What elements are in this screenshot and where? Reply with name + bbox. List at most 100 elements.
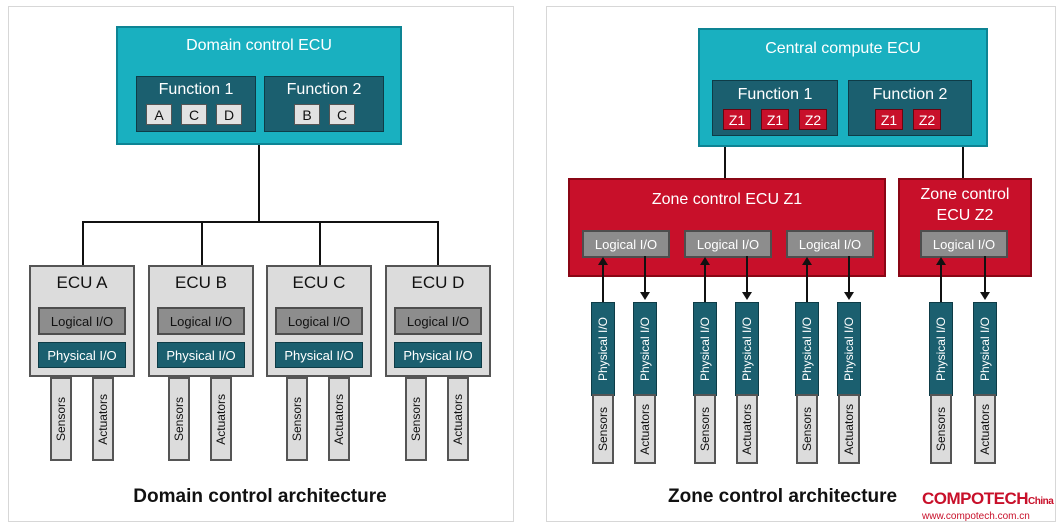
z1-logical-io-2: Logical I/O: [684, 230, 772, 258]
z1g2-actuator-arrow: [742, 292, 752, 300]
z1g3-actuator-line: [848, 256, 850, 294]
z1g3-physical-io-sensor: Physical I/O: [795, 302, 819, 396]
zone-function-2-label: Function 2: [872, 86, 948, 103]
zone-function-1-chip-z1a: Z1: [723, 109, 751, 130]
z2-physical-io-sensor: Physical I/O: [929, 302, 953, 396]
z1g3-sensor-arrow: [802, 257, 812, 265]
z1g2-sensor-arrow: [700, 257, 710, 265]
ecu-b-sensors: Sensors: [168, 377, 190, 461]
z1g1-actuator-arrow: [640, 292, 650, 300]
zone-control-ecu-z2: Zone control ECU Z2 Logical I/O: [898, 178, 1032, 277]
z2-actuators: Actuators: [974, 394, 996, 464]
domain-function-2-chip-c: C: [329, 104, 355, 125]
domain-function-2-chip-b: B: [294, 104, 320, 125]
z1g2-physical-io-sensor: Physical I/O: [693, 302, 717, 396]
ecu-d-physical-io: Physical I/O: [394, 342, 482, 368]
z2-physical-io-actuator: Physical I/O: [973, 302, 997, 396]
z1-logical-io-3: Logical I/O: [786, 230, 874, 258]
z1g3-sensors: Sensors: [796, 394, 818, 464]
domain-function-1-chip-c: C: [181, 104, 207, 125]
z1g2-actuator-line: [746, 256, 748, 294]
ecu-c: ECU C Logical I/O Physical I/O: [266, 265, 372, 377]
domain-control-ecu: Domain control ECU Function 1 A C D Func…: [116, 26, 402, 145]
z1g3-actuator-arrow: [844, 292, 854, 300]
z1g2-physical-io-actuator: Physical I/O: [735, 302, 759, 396]
ecu-b-actuators: Actuators: [210, 377, 232, 461]
ecu-d-sensors: Sensors: [405, 377, 427, 461]
z2-actuator-arrow: [980, 292, 990, 300]
ecu-c-title: ECU C: [292, 273, 346, 292]
ecu-d-actuators: Actuators: [447, 377, 469, 461]
z1g1-physical-io-sensor: Physical I/O: [591, 302, 615, 396]
z1g3-actuators: Actuators: [838, 394, 860, 464]
domain-function-1: Function 1 A C D: [136, 76, 256, 132]
zone-control-ecu-z2-title-line1: Zone control: [920, 186, 1010, 203]
ecu-b: ECU B Logical I/O Physical I/O: [148, 265, 254, 377]
z2-logical-io: Logical I/O: [920, 230, 1008, 258]
domain-control-ecu-title: Domain control ECU: [186, 37, 332, 54]
domain-function-2: Function 2 B C: [264, 76, 384, 132]
ecu-c-logical-io: Logical I/O: [275, 307, 363, 335]
zone-architecture-caption: Zone control architecture: [668, 486, 898, 507]
zone-function-1-chip-z2: Z2: [799, 109, 827, 130]
z2-sensors: Sensors: [930, 394, 952, 464]
z1g1-sensor-line: [602, 263, 604, 303]
domain-function-1-chip-d: D: [216, 104, 242, 125]
ecu-a-physical-io: Physical I/O: [38, 342, 126, 368]
ecu-d: ECU D Logical I/O Physical I/O: [385, 265, 491, 377]
zone-control-ecu-z2-title-line2: ECU Z2: [936, 207, 994, 224]
zone-function-1-label: Function 1: [737, 86, 813, 103]
domain-function-1-label: Function 1: [158, 81, 234, 98]
ecu-c-physical-io: Physical I/O: [275, 342, 363, 368]
ecu-b-logical-io: Logical I/O: [157, 307, 245, 335]
ecu-c-actuators: Actuators: [328, 377, 350, 461]
zone1-link-line: [724, 146, 726, 180]
ecu-a-actuators: Actuators: [92, 377, 114, 461]
domain-trunk-line: [258, 144, 260, 222]
zone-control-ecu-z1: Zone control ECU Z1 Logical I/O Logical …: [568, 178, 886, 277]
domain-drop-c: [319, 221, 321, 266]
ecu-b-physical-io: Physical I/O: [157, 342, 245, 368]
domain-architecture-caption: Domain control architecture: [133, 486, 387, 507]
z1-logical-io-1: Logical I/O: [582, 230, 670, 258]
watermark-suffix: China: [1028, 496, 1054, 507]
ecu-a-logical-io: Logical I/O: [38, 307, 126, 335]
ecu-a: ECU A Logical I/O Physical I/O: [29, 265, 135, 377]
zone2-link-line: [962, 146, 964, 180]
z1g2-actuators: Actuators: [736, 394, 758, 464]
watermark-url: www.compotech.com.cn: [922, 511, 1030, 522]
zone-control-ecu-z1-title: Zone control ECU Z1: [651, 191, 803, 208]
z1g3-physical-io-actuator: Physical I/O: [837, 302, 861, 396]
compotech-watermark: COMPOTECHChina www.compotech.com.cn: [922, 490, 1058, 526]
zone-function-2: Function 2 Z1 Z2: [848, 80, 972, 136]
z1g1-actuator-line: [644, 256, 646, 294]
domain-drop-a: [82, 221, 84, 266]
ecu-d-title: ECU D: [411, 273, 465, 292]
z1g1-sensor-arrow: [598, 257, 608, 265]
domain-function-2-label: Function 2: [286, 81, 362, 98]
ecu-b-title: ECU B: [175, 273, 227, 292]
ecu-c-sensors: Sensors: [286, 377, 308, 461]
z1g2-sensors: Sensors: [694, 394, 716, 464]
z2-sensor-line: [940, 263, 942, 303]
z1g1-sensors: Sensors: [592, 394, 614, 464]
zone-function-1: Function 1 Z1 Z1 Z2: [712, 80, 838, 136]
zone-function-2-chip-z1: Z1: [875, 109, 903, 130]
ecu-a-title: ECU A: [56, 273, 108, 292]
domain-function-1-chip-a: A: [146, 104, 172, 125]
z1g1-actuators: Actuators: [634, 394, 656, 464]
zone-function-1-chip-z1b: Z1: [761, 109, 789, 130]
z1g1-physical-io-actuator: Physical I/O: [633, 302, 657, 396]
domain-drop-b: [201, 221, 203, 266]
central-compute-ecu: Central compute ECU Function 1 Z1 Z1 Z2 …: [698, 28, 988, 147]
domain-bus-line: [82, 221, 438, 223]
zone-function-2-chip-z2: Z2: [913, 109, 941, 130]
watermark-brand: COMPOTECH: [922, 489, 1029, 508]
ecu-d-logical-io: Logical I/O: [394, 307, 482, 335]
z2-actuator-line: [984, 256, 986, 294]
z1g2-sensor-line: [704, 263, 706, 303]
central-compute-ecu-title: Central compute ECU: [765, 40, 921, 57]
domain-drop-d: [437, 221, 439, 266]
ecu-a-sensors: Sensors: [50, 377, 72, 461]
z1g3-sensor-line: [806, 263, 808, 303]
